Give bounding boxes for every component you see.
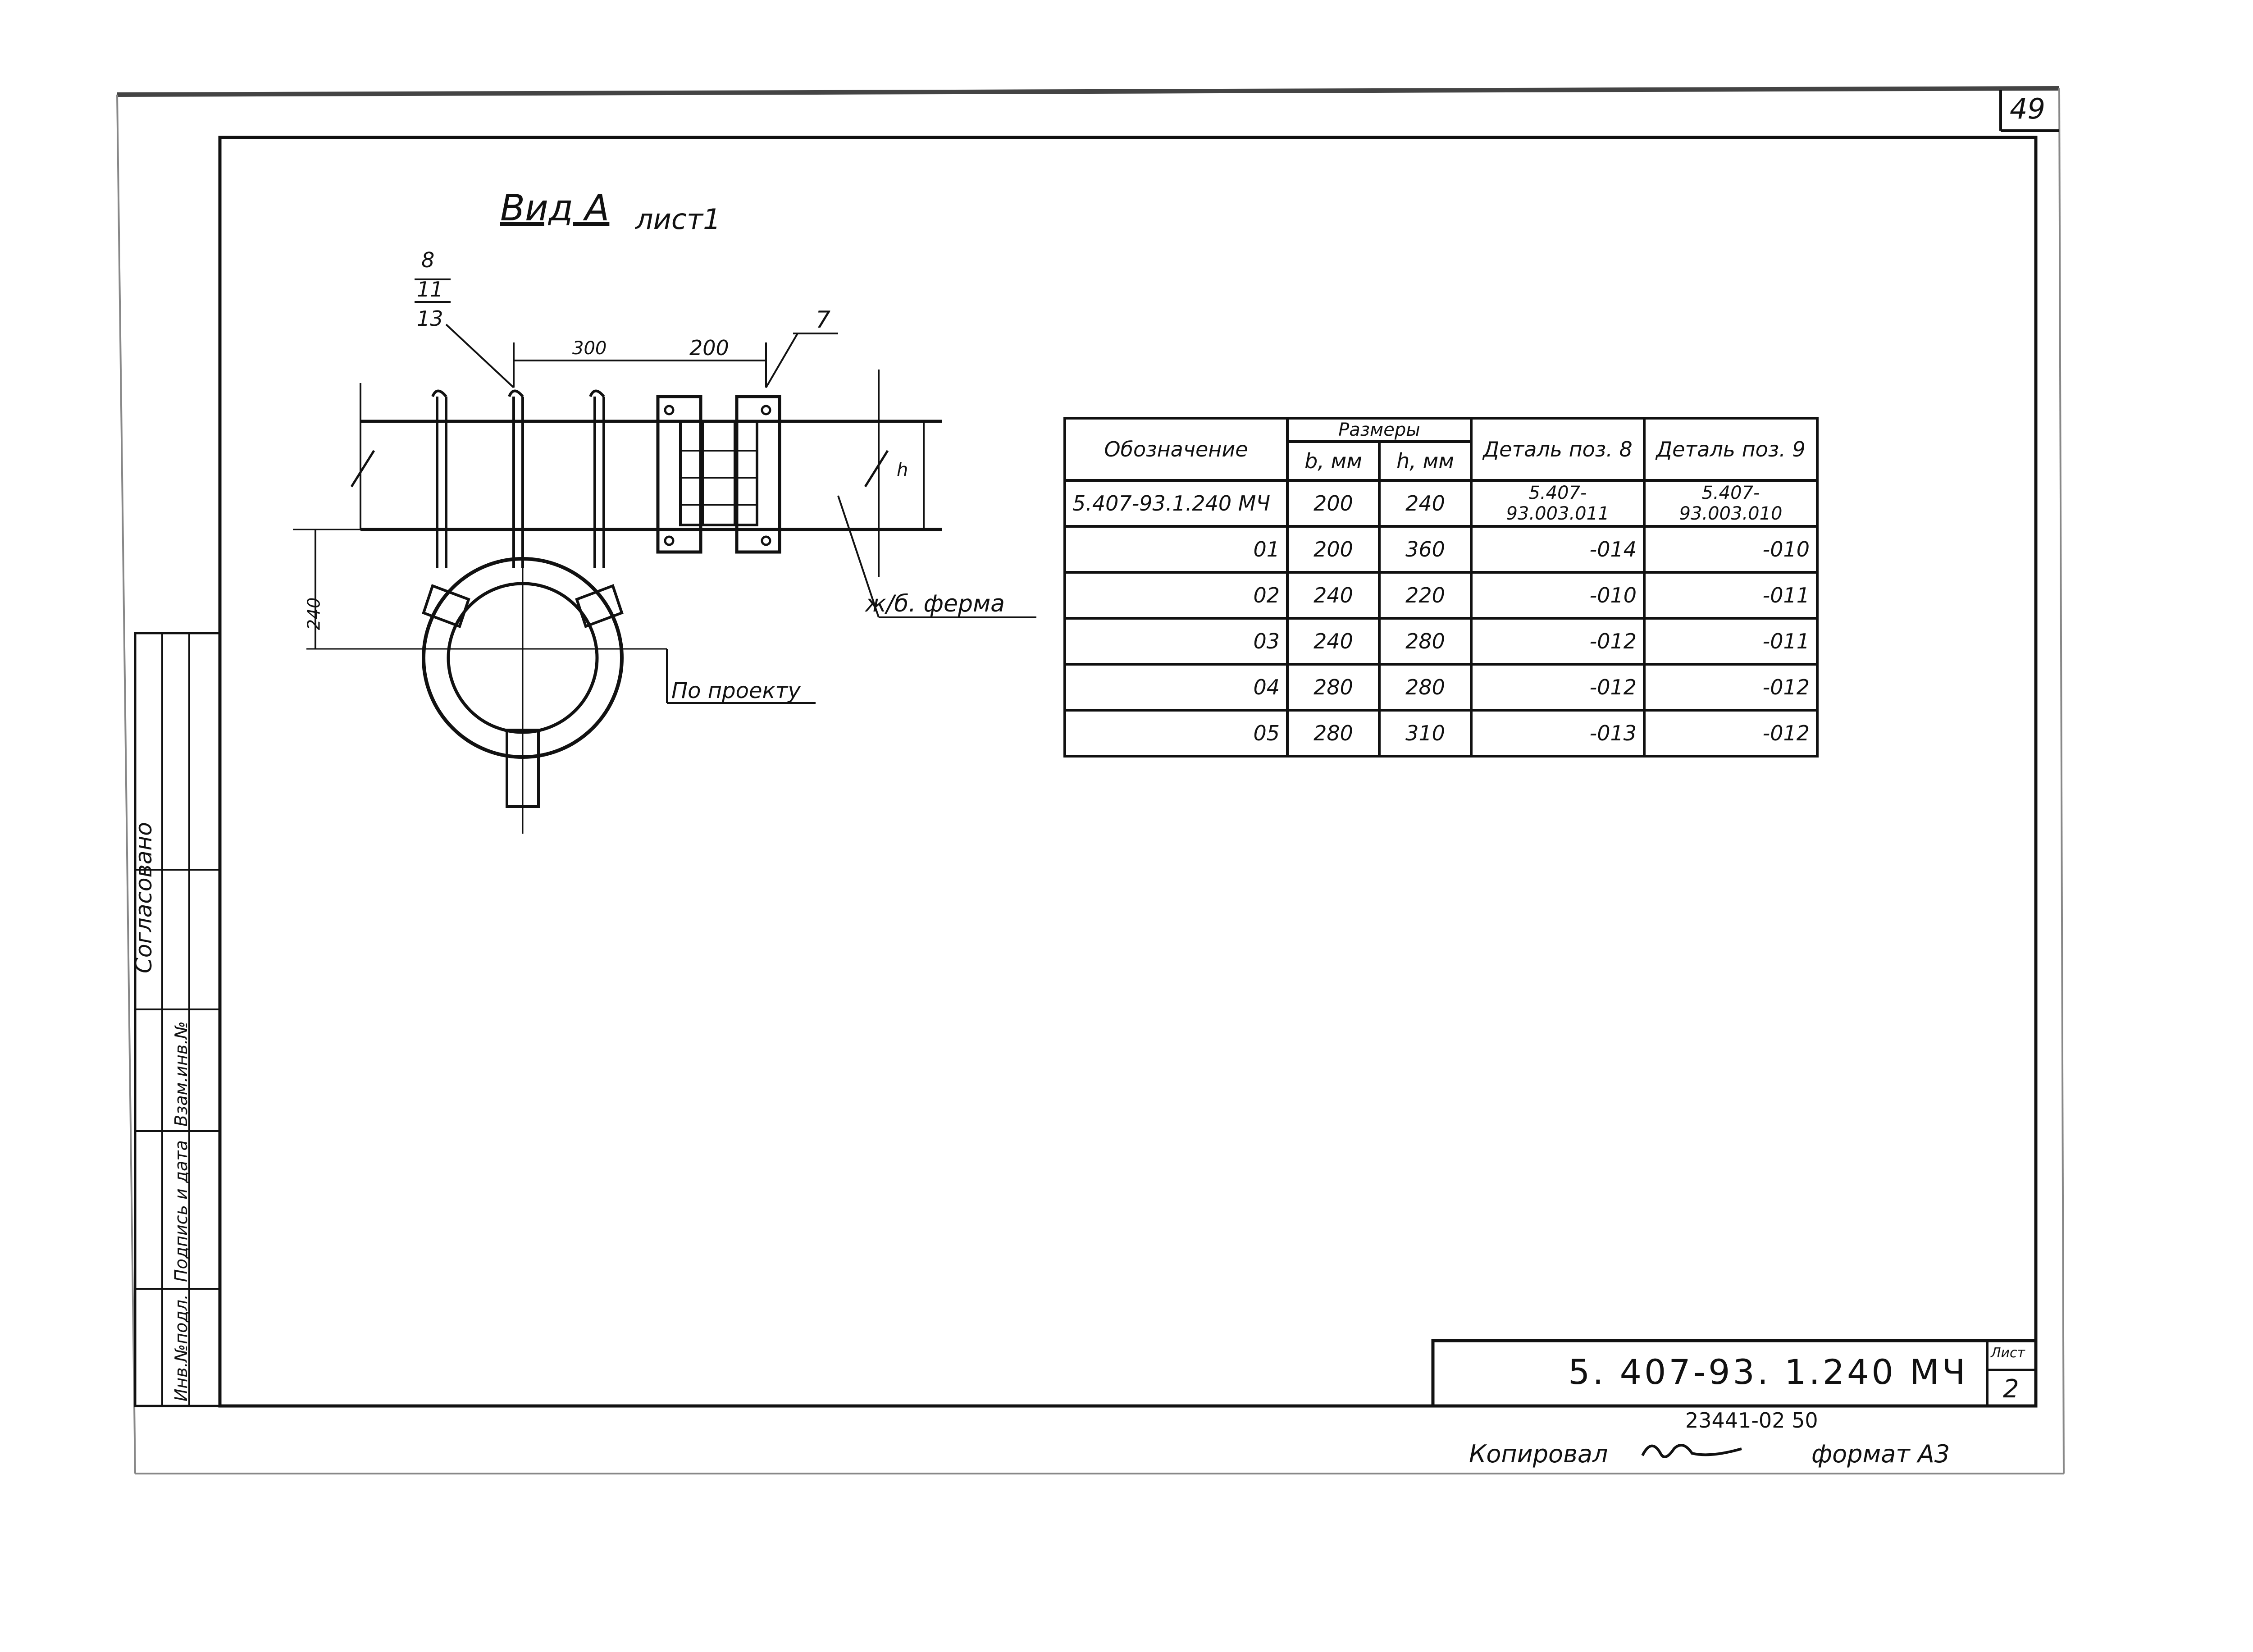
cell-h: 240 — [1378, 479, 1473, 528]
specification-table: Обозначение Размеры Деталь поз. 8 Деталь… — [1063, 417, 1819, 758]
table-row: 5.407-93.1.240 МЧ 200 240 5.407-93.003.0… — [1063, 479, 1819, 528]
header-sizes: Размеры — [1286, 417, 1473, 443]
header-pos8: Деталь поз. 8 — [1470, 417, 1646, 482]
order-number: 23441-02 50 — [1685, 1408, 1818, 1433]
copier-signature — [1641, 1444, 1742, 1458]
cell-designation: 5.407-93.1.240 МЧ — [1063, 479, 1289, 528]
dimension-h: h — [897, 460, 908, 480]
stamp-agreed: Согласовано — [131, 822, 157, 973]
cell-h: 360 — [1378, 525, 1473, 574]
cell-designation: 05 — [1063, 709, 1289, 758]
cell-designation: 02 — [1063, 571, 1289, 620]
stamp-inv-orig: Инв.№подл. — [171, 1294, 191, 1401]
cell-b: 240 — [1286, 617, 1381, 666]
cell-pos8: -012 — [1470, 663, 1646, 712]
callout-pos-8: 8 — [421, 248, 435, 272]
callout-pos-13: 13 — [417, 306, 443, 331]
cell-pos9: -012 — [1643, 663, 1819, 712]
table-row: 03 240 280 -012 -011 — [1063, 617, 1819, 666]
callout-pos-11: 11 — [417, 277, 443, 301]
cell-pos8: -010 — [1470, 571, 1646, 620]
header-h: h, мм — [1378, 440, 1473, 482]
cell-pos9: -011 — [1643, 571, 1819, 620]
cell-pos8: -014 — [1470, 525, 1646, 574]
view-subtitle: лист1 — [635, 203, 721, 236]
view-title: Вид А — [500, 187, 610, 229]
table-row: 01 200 360 -014 -010 — [1063, 525, 1819, 574]
dimension-200: 200 — [689, 336, 729, 360]
cell-designation: 01 — [1063, 525, 1289, 574]
cell-pos9: 5.407-93.003.010 — [1643, 479, 1819, 528]
sheet-label: Лист — [1991, 1345, 2025, 1361]
cell-h: 280 — [1378, 617, 1473, 666]
table-row: 05 280 310 -013 -012 — [1063, 709, 1819, 758]
sheet-number: 49 — [2010, 92, 2045, 125]
copied-label: Копировал — [1469, 1440, 1608, 1468]
cell-pos8: 5.407-93.003.011 — [1470, 479, 1646, 528]
cell-h: 220 — [1378, 571, 1473, 620]
cell-designation: 03 — [1063, 617, 1289, 666]
stamp-sign-date: Подпись и дата — [171, 1140, 191, 1282]
header-b: b, мм — [1286, 440, 1381, 482]
cell-b: 280 — [1286, 663, 1381, 712]
cell-designation: 04 — [1063, 663, 1289, 712]
table-header-row: Обозначение Размеры Деталь поз. 8 Деталь… — [1063, 417, 1819, 482]
cell-pos9: -012 — [1643, 709, 1819, 758]
cell-h: 280 — [1378, 663, 1473, 712]
document-code: 5. 407-93. 1.240 МЧ — [1568, 1352, 1968, 1392]
table-subheader-row: b, мм h, мм — [1065, 440, 1817, 482]
dimension-240: 240 — [304, 597, 324, 630]
header-pos9: Деталь поз. 9 — [1643, 417, 1819, 482]
cell-pos8: -013 — [1470, 709, 1646, 758]
table-row: 02 240 220 -010 -011 — [1063, 571, 1819, 620]
label-truss: ж/б. ферма — [865, 590, 1005, 617]
cell-pos9: -011 — [1643, 617, 1819, 666]
label-project: По проекту — [671, 678, 801, 703]
stamp-replaced-inv: Взам.инв.№ — [171, 1021, 191, 1127]
cell-pos9: -010 — [1643, 525, 1819, 574]
cell-b: 240 — [1286, 571, 1381, 620]
table-row: 04 280 280 -012 -012 — [1063, 663, 1819, 712]
format-label: формат А3 — [1811, 1440, 1950, 1468]
callout-pos-7: 7 — [816, 306, 831, 333]
sheet-value: 2 — [2003, 1374, 2019, 1404]
header-designation: Обозначение — [1063, 417, 1289, 482]
cell-b: 200 — [1286, 525, 1381, 574]
cell-h: 310 — [1378, 709, 1473, 758]
cell-b: 200 — [1286, 479, 1381, 528]
cell-pos8: -012 — [1470, 617, 1646, 666]
cell-b: 280 — [1286, 709, 1381, 758]
dimension-300: 300 — [572, 338, 607, 359]
